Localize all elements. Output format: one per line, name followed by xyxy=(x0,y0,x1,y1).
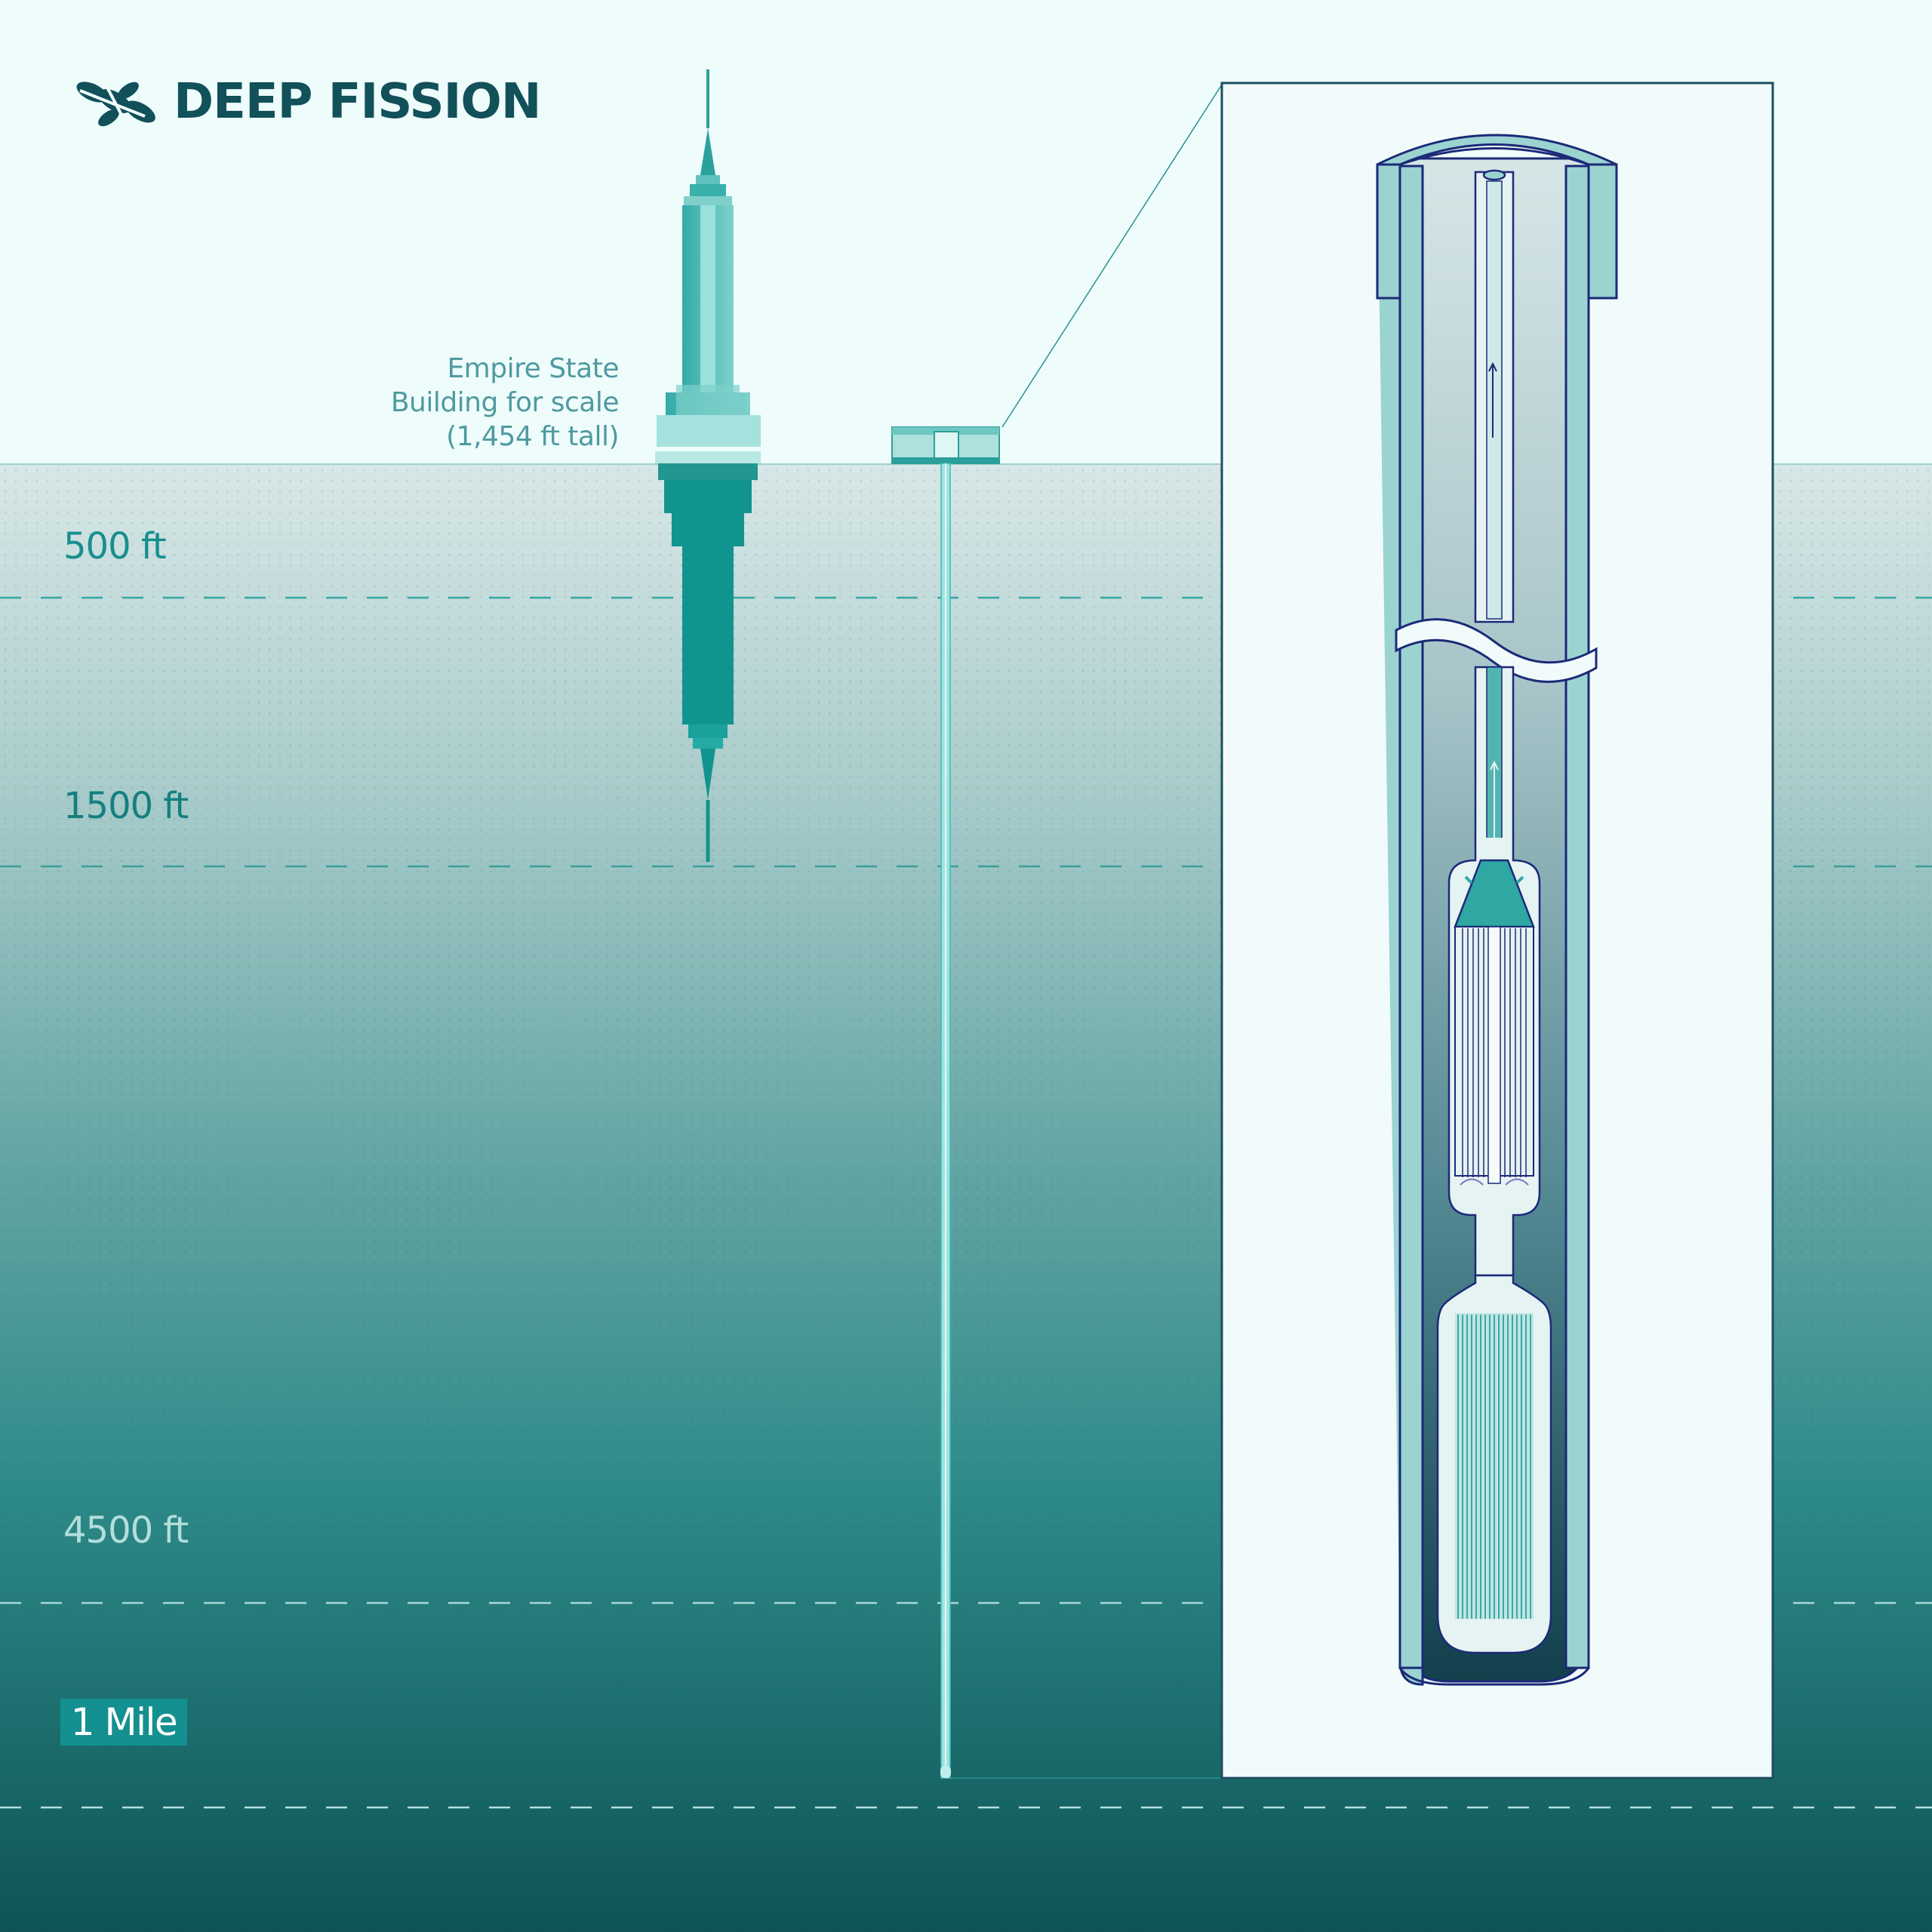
depth-label-1500: 1500 ft xyxy=(63,785,189,827)
deep-fission-logo-icon xyxy=(76,82,155,127)
brand-mark-spacer xyxy=(75,75,158,128)
surface-facility xyxy=(891,426,1000,464)
esb-caption-line2: Building for scale xyxy=(390,387,620,418)
riser-pipe xyxy=(1474,169,1515,842)
esb-caption-line3: (1,454 ft tall) xyxy=(446,421,619,452)
depth-label-4500: 4500 ft xyxy=(63,1509,189,1552)
depth-label-mile: 1 Mile xyxy=(60,1699,187,1746)
empire-state-building xyxy=(655,69,761,862)
reactor-vessel xyxy=(1447,838,1541,1277)
esb-caption: Empire State Building for scale (1,454 f… xyxy=(287,352,620,454)
reactor-inset-panel xyxy=(1220,82,1774,1780)
esb-caption-line1: Empire State xyxy=(447,353,619,384)
brand-logo: DEEP FISSION xyxy=(75,74,541,130)
depth-label-500: 500 ft xyxy=(63,525,167,568)
casing-walls xyxy=(1377,165,1590,1686)
callout-lines xyxy=(951,84,1223,1779)
fuel-assembly xyxy=(1436,1274,1552,1654)
brand-name: DEEP FISSION xyxy=(174,74,541,130)
wellhead-cap xyxy=(1376,134,1618,300)
borehole xyxy=(940,463,951,1779)
break-symbol xyxy=(1395,618,1598,683)
